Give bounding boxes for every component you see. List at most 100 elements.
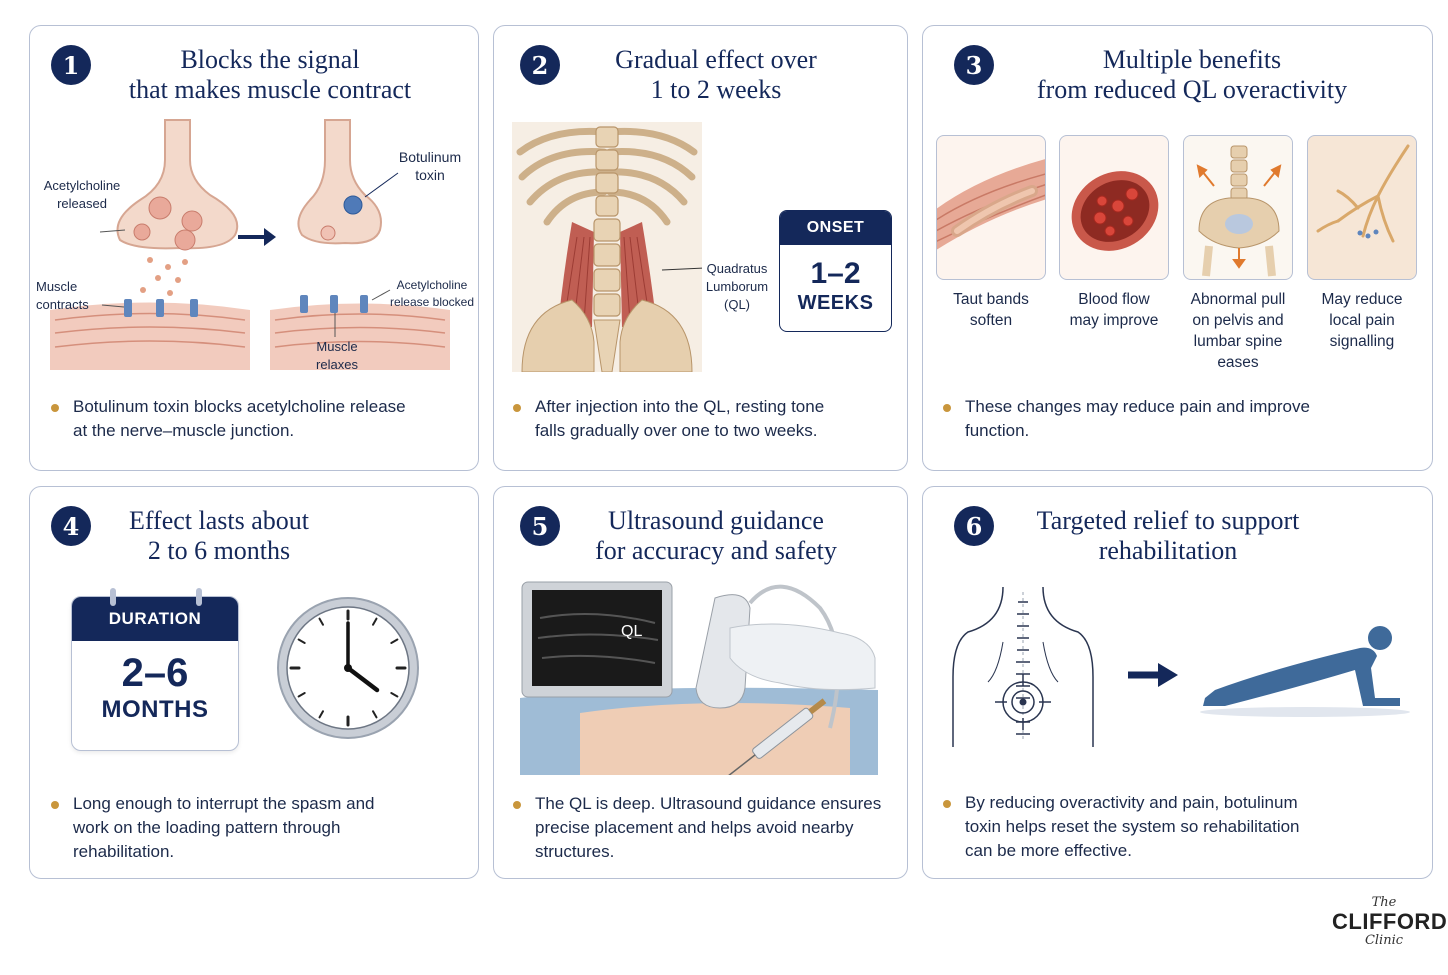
benefit-caption-4-line-1: May reduce: [1321, 291, 1403, 308]
benefit-caption-blood-flow: Blood flow may improve: [1052, 289, 1176, 331]
label-botulinum-line-2: toxin: [415, 167, 445, 183]
calendar-ring-right: [196, 588, 202, 606]
panel-6-card: [922, 486, 1433, 879]
arrow-right-icon: [1128, 663, 1178, 687]
logo-top-word: The: [1371, 895, 1397, 910]
panel-4-bullet: Long enough to interrupt the spasm and w…: [51, 792, 466, 864]
panel-1-bullet-line-2: at the nerve–muscle junction.: [73, 421, 295, 440]
label-acetylcholine-released: Acetylcholine released: [34, 177, 130, 213]
panel-2-title: Gradual effect over 1 to 2 weeks: [570, 45, 862, 105]
benefit-caption-3-line-1: Abnormal pull: [1190, 291, 1286, 308]
panel-5-title-line-1: Ultrasound guidance: [608, 506, 824, 535]
back-target-illustration: [952, 586, 1094, 747]
panel-1-card: [29, 25, 479, 471]
duration-calendar: DURATION 2–6 MONTHS: [71, 588, 239, 751]
benefit-thumb-blood-flow: [1059, 135, 1169, 280]
onset-value: 1–2: [810, 257, 861, 290]
panel-1-bullet-line-1: Botulinum toxin blocks acetylcholine rel…: [73, 397, 406, 416]
panel-2-title-line-2: 1 to 2 weeks: [650, 75, 782, 104]
panel-5-title-line-2: for accuracy and safety: [595, 536, 837, 565]
panel-1-title-line-1: Blocks the signal: [180, 45, 360, 74]
duration-unit: MONTHS: [101, 696, 209, 723]
panel-6-title: Targeted relief to support rehabilitatio…: [1010, 506, 1326, 566]
benefit-caption-3-line-3: lumbar spine: [1193, 333, 1283, 350]
benefit-caption-pain: May reduce local pain signalling: [1302, 289, 1422, 352]
panel-4-number-badge: 4: [51, 506, 91, 546]
benefit-caption-4-line-2: local pain: [1329, 312, 1395, 329]
panel-4-bullet-line-2: work on the loading pattern through: [73, 818, 341, 837]
panel-3-title-line-2: from reduced QL overactivity: [1036, 75, 1348, 104]
label-botulinum-toxin: Botulinum toxin: [390, 148, 470, 184]
ultrasound-procedure-illustration: [520, 578, 878, 775]
benefit-caption-3-line-2: on pelvis and: [1192, 312, 1284, 329]
panel-1-number-badge: 1: [51, 45, 91, 85]
label-ql-line-2: Lumborum: [705, 279, 769, 294]
panel-6-bullet-line-3: can be more effective.: [965, 841, 1132, 860]
label-quadratus-lumborum: Quadratus Lumborum (QL): [700, 260, 774, 314]
benefit-caption-3-line-4: eases: [1217, 354, 1259, 371]
panel-4-bullet-line-3: rehabilitation.: [73, 842, 175, 861]
onset-box: ONSET 1–2 WEEKS: [779, 210, 892, 332]
nerve-terminal-illustration: [50, 119, 450, 370]
clifford-clinic-logo: The CLIFFORD Clinic: [1332, 895, 1448, 962]
label-acetylcholine-released-line-2: released: [57, 196, 107, 211]
plank-exercise-icon: [1200, 626, 1410, 717]
panel-5-number-badge: 5: [520, 506, 560, 546]
onset-header: ONSET: [780, 211, 891, 245]
label-muscle-relaxes: Muscle relaxes: [302, 338, 372, 374]
panel-3-number-badge: 3: [954, 45, 994, 85]
benefit-caption-1-line-1: Taut bands: [953, 291, 1029, 308]
benefit-thumb-taut-bands: [936, 135, 1046, 280]
panel-6-bullet-line-2: toxin helps reset the system so rehabili…: [965, 817, 1300, 836]
panel-5-bullet-line-3: structures.: [535, 842, 615, 861]
ultrasound-screen-label: QL: [621, 623, 643, 640]
benefit-caption-2-line-1: Blood flow: [1078, 291, 1150, 308]
panel-5-bullet: The QL is deep. Ultrasound guidance ensu…: [513, 792, 903, 864]
duration-header: DURATION: [72, 597, 238, 641]
panel-6-title-line-1: Targeted relief to support: [1036, 506, 1300, 535]
panel-3-bullet-line-1: These changes may reduce pain and improv…: [965, 397, 1310, 416]
benefit-caption-1-line-2: soften: [969, 312, 1013, 329]
label-acetylcholine-blocked-line-2: release blocked: [389, 295, 475, 309]
benefit-caption-2-line-2: may improve: [1069, 312, 1159, 329]
panel-6-title-line-2: rehabilitation: [1098, 536, 1238, 565]
panel-3-bullet-line-2: function.: [965, 421, 1030, 440]
panel-6-number-badge: 6: [954, 506, 994, 546]
clock-icon: [277, 597, 419, 739]
panel-3-title-line-1: Multiple benefits: [1102, 45, 1282, 74]
pelvis-spine-icon: [1196, 145, 1282, 277]
panel-4-title-line-2: 2 to 6 months: [147, 536, 291, 565]
label-ql-line-3: (QL): [724, 297, 750, 312]
label-ql-line-1: Quadratus: [706, 261, 768, 276]
nerve-icon: [1316, 144, 1410, 243]
panel-4-title-line-1: Effect lasts about: [128, 506, 310, 535]
taut-band-icon: [937, 159, 1045, 250]
panel-1-title: Blocks the signal that makes muscle cont…: [100, 45, 440, 105]
panel-1-bullet: Botulinum toxin blocks acetylcholine rel…: [51, 395, 466, 443]
benefit-caption-4-line-3: signalling: [1329, 333, 1395, 350]
logo-bottom-word: Clinic: [1364, 933, 1404, 948]
label-acetylcholine-blocked: Acetylcholine release blocked: [386, 277, 478, 311]
panel-3-bullet: These changes may reduce pain and improv…: [943, 395, 1413, 443]
panel-6-bullet: By reducing overactivity and pain, botul…: [943, 791, 1413, 863]
logo-main-word: CLIFFORD: [1332, 909, 1448, 934]
panel-1-title-line-2: that makes muscle contract: [128, 75, 412, 104]
label-muscle-contracts: Muscle contracts: [36, 278, 106, 314]
panel-2-bullet: After injection into the QL, resting ton…: [513, 395, 898, 443]
label-botulinum-line-1: Botulinum: [398, 149, 462, 165]
panel-2-title-line-1: Gradual effect over: [615, 45, 817, 74]
label-muscle-relaxes-line-1: Muscle: [316, 339, 358, 354]
panel-3-title: Multiple benefits from reduced QL overac…: [1000, 45, 1384, 105]
blood-vessel-icon: [1071, 171, 1159, 251]
benefit-thumb-pelvis: [1183, 135, 1293, 280]
panel-2-bullet-line-2: falls gradually over one to two weeks.: [535, 421, 818, 440]
panel-2-bullet-line-1: After injection into the QL, resting ton…: [535, 397, 825, 416]
panel-5-bullet-line-2: precise placement and helps avoid nearby: [535, 818, 854, 837]
panel-2-number-badge: 2: [520, 45, 560, 85]
panel-5-bullet-line-1: The QL is deep. Ultrasound guidance ensu…: [535, 794, 882, 813]
label-acetylcholine-blocked-line-1: Acetylcholine: [396, 278, 468, 292]
label-muscle-contracts-line-2: contracts: [36, 297, 89, 312]
label-muscle-contracts-line-1: Muscle: [36, 279, 78, 294]
panel-4-bullet-line-1: Long enough to interrupt the spasm and: [73, 794, 375, 813]
label-acetylcholine-released-line-1: Acetylcholine: [43, 178, 121, 193]
